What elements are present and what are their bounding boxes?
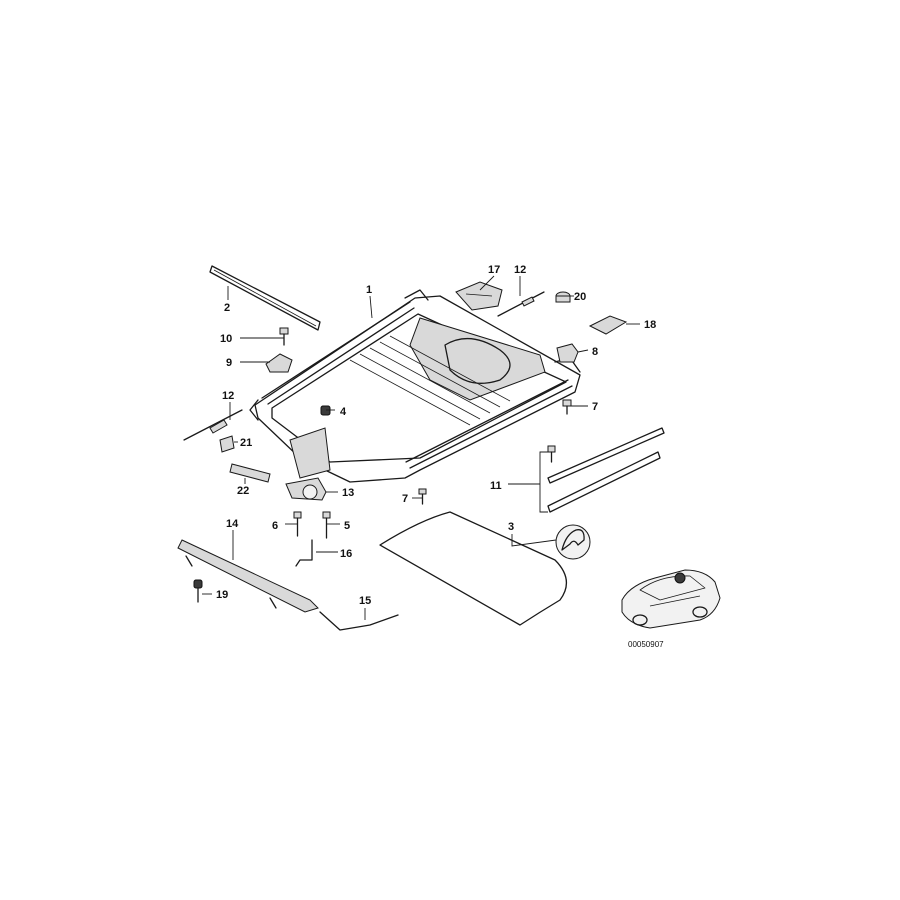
callout-17: 17 [488, 264, 500, 276]
callout-10: 10 [220, 333, 232, 345]
part-10-screw [279, 327, 289, 346]
part-8-bracket [556, 343, 579, 363]
callout-21: 21 [240, 437, 252, 449]
part-3-glass-lid [379, 511, 591, 626]
callout-4: 4 [340, 406, 347, 418]
part-6-bolt [293, 511, 302, 537]
reference-code: 00050907 [628, 640, 664, 649]
callout-1: 1 [366, 284, 372, 296]
part-7-screw-a [562, 399, 572, 415]
part-12-drive-cable-b [183, 409, 243, 441]
part-20-cap [555, 291, 571, 303]
part-22-bracket [229, 463, 271, 483]
part-4-clip [320, 405, 331, 416]
callout-14: 14 [226, 518, 239, 530]
part-2-deflector-strip [209, 265, 321, 331]
callout-12b: 12 [222, 390, 234, 402]
part-19-plug [193, 579, 203, 603]
part-7-screw-b [418, 488, 427, 505]
part-14-sunshade [177, 539, 319, 613]
part-21-clip [219, 435, 235, 453]
callout-20: 20 [574, 291, 586, 303]
callout-11: 11 [490, 480, 502, 492]
callout-7a: 7 [592, 401, 598, 413]
callout-9: 9 [226, 357, 232, 369]
callout-19: 19 [216, 589, 228, 601]
callout-22: 22 [237, 485, 249, 497]
part-1-sunroof-frame [249, 289, 581, 483]
callout-13: 13 [342, 487, 354, 499]
vehicle-locator-thumbnail: 00050907 [621, 569, 721, 649]
callout-8: 8 [592, 346, 598, 358]
callout-18: 18 [644, 319, 656, 331]
callout-2: 2 [224, 302, 230, 314]
part-15-cable [319, 611, 399, 631]
part-18-pad [588, 315, 628, 335]
part-9-hinge [265, 353, 293, 373]
callout-16: 16 [340, 548, 352, 560]
callout-15: 15 [359, 595, 371, 607]
callout-6: 6 [272, 520, 278, 532]
part-16-crank [295, 539, 313, 567]
callout-7b: 7 [402, 493, 408, 505]
callout-labels: 1 2 3 4 5 6 7 7 8 9 10 11 12 12 13 14 15… [216, 264, 656, 607]
part-13-motor [285, 477, 327, 501]
callout-5: 5 [344, 520, 350, 532]
part-12-drive-cable-a [497, 291, 545, 317]
callout-3: 3 [508, 521, 514, 533]
sunroof-location-marker [674, 572, 686, 584]
callout-12a: 12 [514, 264, 526, 276]
part-11-guide-rails [547, 427, 665, 513]
leader-lines [202, 275, 640, 620]
part-17-cover [455, 281, 503, 311]
part-5-bolt [322, 511, 331, 539]
